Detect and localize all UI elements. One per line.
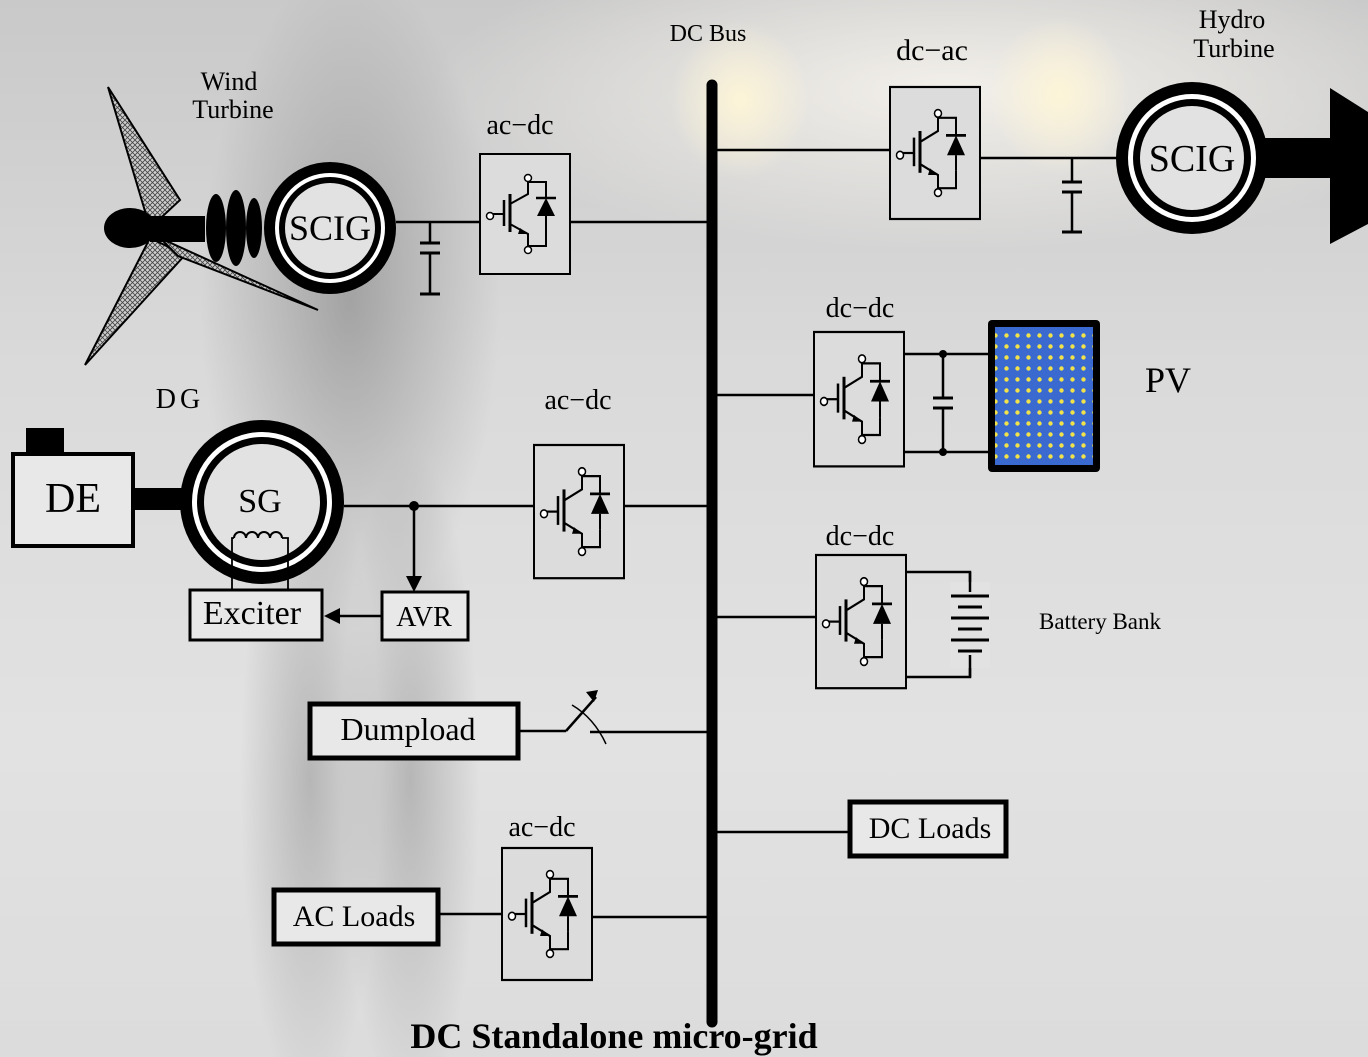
wind-ac-dc-label: ac−dc	[486, 110, 553, 141]
pv-label: PV	[1145, 360, 1191, 400]
ac-loads-ac-dc-converter	[500, 846, 594, 982]
pv-dc-dc-converter	[812, 330, 906, 469]
avr-label: AVR	[396, 602, 452, 633]
dg-ac-dc-label: ac−dc	[544, 385, 611, 416]
wind-scig-label: SCIG	[289, 208, 371, 248]
dumpload-label: Dumpload	[340, 711, 475, 747]
wind-turbine-label-line1: Wind	[201, 67, 258, 96]
ac-loads-ac-dc-label: ac−dc	[508, 812, 575, 843]
hydro-dc-ac-label: dc−ac	[896, 34, 968, 67]
wind-scig-machine	[264, 162, 396, 294]
hydro-scig-machine	[1116, 82, 1268, 234]
battery-dc-dc-label: dc−dc	[826, 521, 895, 552]
capacitor-icon	[933, 354, 953, 452]
wind-turbine-label-line2: Turbine	[192, 95, 273, 124]
hydro-turbine-label-line2: Turbine	[1193, 34, 1274, 63]
ac-loads-box	[271, 887, 441, 947]
dg-label: DG	[156, 384, 204, 415]
dc-loads-label: DC Loads	[869, 812, 992, 845]
de-label: DE	[45, 476, 101, 522]
pv-panel-icon	[988, 320, 1100, 472]
diesel-engine	[11, 428, 135, 548]
sg-machine	[180, 420, 344, 584]
dc-bus-label: DC Bus	[670, 21, 747, 47]
avr-box	[380, 590, 470, 642]
hydro-scig-label: SCIG	[1149, 138, 1236, 180]
hydro-dc-ac-converter	[888, 85, 982, 221]
capacitor-icon	[420, 222, 440, 296]
exciter-box	[188, 588, 324, 642]
hydro-turbine-icon	[1256, 88, 1368, 244]
wind-ac-dc-converter	[478, 152, 572, 276]
battery-bank-label: Battery Bank	[1039, 609, 1161, 634]
switch-icon	[518, 690, 712, 745]
hydro-turbine-label-line1: Hydro	[1199, 5, 1265, 34]
diagram-caption: DC Standalone micro-grid	[410, 1016, 817, 1056]
sg-label: SG	[238, 483, 281, 520]
pv-dc-dc-label: dc−dc	[826, 293, 895, 324]
battery-icon	[950, 572, 990, 677]
capacitor-icon	[1062, 158, 1082, 234]
exciter-label: Exciter	[203, 595, 302, 632]
dg-ac-dc-converter	[532, 443, 626, 580]
dc-loads-box	[847, 799, 1009, 859]
battery-dc-dc-converter	[814, 553, 908, 690]
coil-icon	[231, 531, 289, 590]
wind-turbine-icon	[84, 86, 319, 366]
ac-loads-label: AC Loads	[293, 900, 416, 933]
